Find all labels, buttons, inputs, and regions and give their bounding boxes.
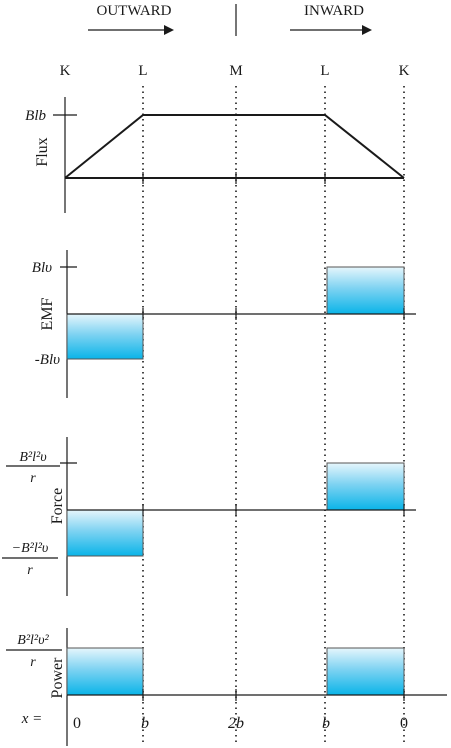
x-value-b-right: b — [322, 715, 330, 732]
force-pos-denominator: r — [30, 471, 36, 486]
flux-axis-label: Flux — [34, 137, 51, 166]
emf-neg-label: -Blυ — [35, 352, 60, 368]
force-negative-bar — [66, 509, 144, 557]
flux-curve — [64, 114, 405, 179]
power-axis-label: Power — [49, 657, 66, 699]
x-equals-label: x = — [21, 711, 43, 727]
flux-panel: Blb Flux — [25, 97, 405, 213]
force-neg-denominator: r — [27, 563, 33, 578]
emf-positive-bar — [326, 266, 405, 315]
power-bar-inward — [326, 647, 405, 696]
power-panel: B²l²υ² r Power — [6, 628, 447, 746]
force-axis-label: Force — [49, 488, 66, 524]
position-label-k-left: K — [60, 63, 71, 79]
outward-arrow — [88, 25, 174, 35]
x-value-0: 0 — [73, 715, 81, 732]
emf-pos-label: Blυ — [32, 260, 52, 276]
x-value-2b: 2b — [228, 715, 244, 732]
emf-axis-label: EMF — [39, 297, 56, 330]
position-label-l-right: L — [320, 63, 329, 79]
outward-label: OUTWARD — [97, 3, 172, 19]
inward-label: INWARD — [304, 3, 364, 19]
power-bar-outward — [66, 647, 144, 696]
position-label-m: M — [229, 63, 242, 79]
force-pos-numerator: B²l²υ — [19, 450, 46, 465]
emf-panel: Blυ -Blυ EMF — [32, 250, 416, 398]
position-label-k-right: K — [399, 63, 410, 79]
force-panel: B²l²υ r −B²l²υ r Force — [2, 437, 416, 596]
emf-negative-bar — [66, 313, 144, 360]
power-numerator: B²l²υ² — [17, 633, 49, 648]
inward-arrow — [290, 25, 372, 35]
flux-max-label: Blb — [25, 108, 46, 124]
force-positive-bar — [326, 462, 405, 511]
x-value-0-right: 0 — [400, 715, 408, 732]
x-value-b-left: b — [141, 715, 149, 732]
force-neg-numerator: −B²l²υ — [12, 541, 49, 556]
power-denominator: r — [30, 655, 36, 670]
position-label-l-left: L — [138, 63, 147, 79]
